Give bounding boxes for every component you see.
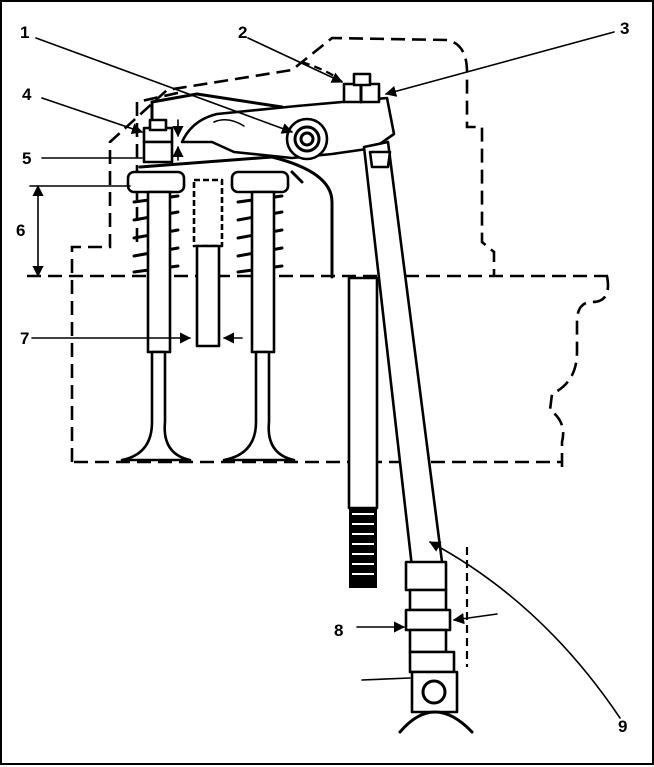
rocker-pedestal	[138, 92, 334, 279]
valve-left	[120, 170, 192, 462]
valve-right	[222, 170, 296, 462]
adjusting-screw-locknut	[342, 72, 381, 104]
valve-cover-outline	[70, 36, 496, 462]
rocker-arm	[180, 96, 396, 160]
callout-6: 6	[16, 221, 25, 240]
camshaft-lobe	[398, 710, 474, 734]
head-bolt	[347, 276, 379, 588]
rocker-shaft	[285, 117, 329, 161]
callout-7: 7	[20, 329, 29, 348]
callout-8: 8	[334, 621, 343, 640]
cylinder-block-outline	[74, 275, 610, 667]
leader-lines	[35, 31, 621, 719]
callout-labels: 1 2 3 4 5 6 7 8 9	[16, 19, 629, 736]
crosshead-guide	[192, 178, 224, 348]
callout-2: 2	[238, 23, 247, 42]
tappet-assembly	[404, 560, 459, 714]
callout-5: 5	[22, 149, 31, 168]
callout-1: 1	[20, 23, 29, 42]
crosshead-adjusting-nut	[142, 118, 174, 164]
callout-3: 3	[620, 19, 629, 38]
callout-4: 4	[22, 85, 32, 104]
callout-9: 9	[618, 717, 627, 736]
dimension-lines	[29, 119, 498, 681]
